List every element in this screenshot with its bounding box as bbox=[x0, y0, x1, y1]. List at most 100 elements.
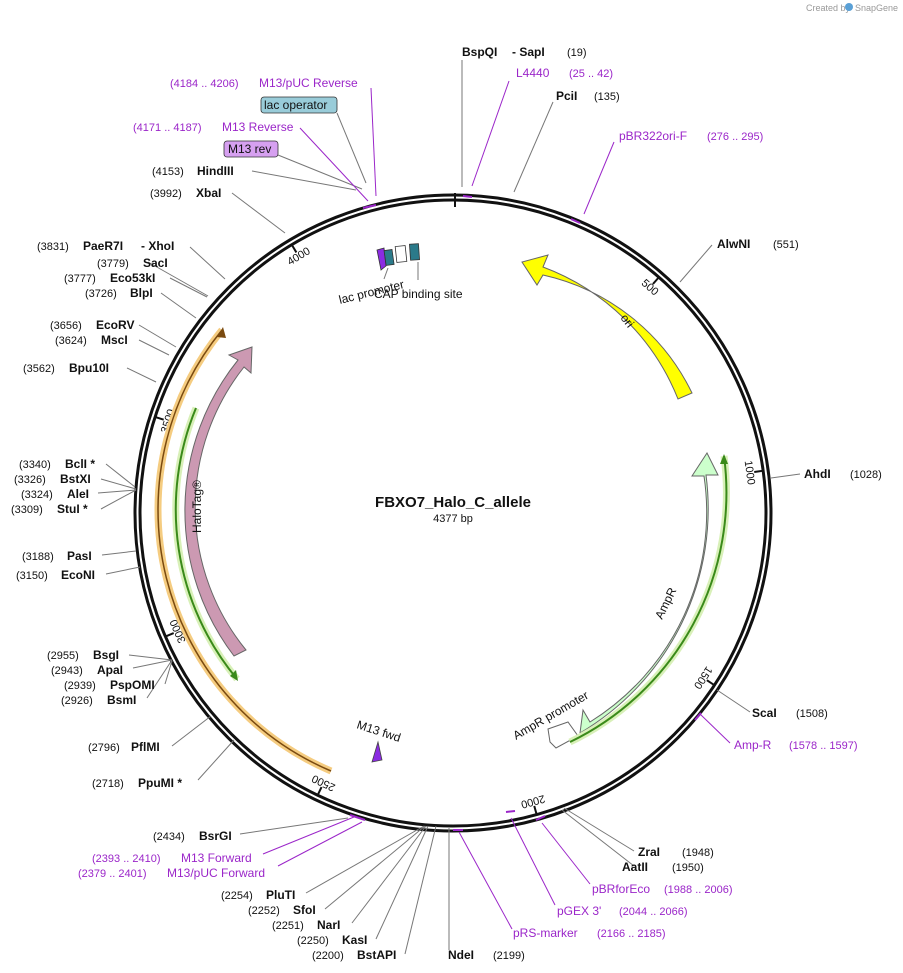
site-hindiii[interactable]: HindIII bbox=[197, 164, 234, 178]
site-msci[interactable]: MscI bbox=[101, 333, 128, 347]
site-zrai[interactable]: ZraI bbox=[638, 845, 660, 859]
site-sapi-pos: (19) bbox=[567, 47, 587, 59]
primer-m13-forward-pos: (2393 .. 2410) bbox=[92, 853, 161, 865]
tick-label: 2000 bbox=[520, 792, 547, 810]
m13-rev-box[interactable] bbox=[223, 140, 279, 158]
primer-l4440-pos: (25 .. 42) bbox=[569, 68, 613, 80]
site-aatii[interactable]: AatII bbox=[622, 860, 648, 874]
site-ecorv-pos: (3656) bbox=[50, 320, 82, 332]
site-pflmi[interactable]: PflMI bbox=[131, 740, 160, 754]
m13-rev-feature[interactable] bbox=[409, 243, 420, 261]
primer-prs-marker-pos: (2166 .. 2185) bbox=[597, 928, 666, 940]
primer-l4440[interactable]: L4440 bbox=[516, 66, 550, 80]
site-sfoi[interactable]: SfoI bbox=[293, 903, 316, 917]
m13-fwd-feature[interactable] bbox=[371, 740, 383, 763]
credit-text: Created by bbox=[806, 3, 851, 13]
site-apai[interactable]: ApaI bbox=[97, 663, 123, 677]
primer-m13-reverse[interactable]: M13 Reverse bbox=[222, 120, 294, 134]
leader-lines bbox=[97, 60, 801, 955]
tick-label: 4000 bbox=[285, 245, 312, 268]
primer-pgex3[interactable]: pGEX 3' bbox=[557, 904, 601, 918]
cap-site-feature[interactable] bbox=[383, 249, 395, 266]
site-kasi[interactable]: KasI bbox=[342, 933, 367, 947]
site-eco53ki[interactable]: Eco53kI bbox=[110, 271, 155, 285]
site-alei-pos: (3324) bbox=[21, 489, 53, 501]
primer-marks bbox=[349, 195, 702, 831]
tick-mark bbox=[316, 786, 323, 796]
site-bsrgi[interactable]: BsrGI bbox=[199, 829, 232, 843]
halotag-feature[interactable] bbox=[184, 346, 253, 657]
primer-pgex3-pos: (2044 .. 2066) bbox=[619, 906, 688, 918]
site-saci-pos: (3779) bbox=[97, 258, 129, 270]
tick-mark bbox=[652, 276, 660, 285]
site-pcii[interactable]: PciI bbox=[556, 89, 577, 103]
site-saci[interactable]: SacI bbox=[143, 256, 168, 270]
m13-fwd-label: M13 fwd bbox=[355, 718, 402, 745]
site-xbai[interactable]: XbaI bbox=[196, 186, 221, 200]
site-ppumi[interactable]: PpuMI * bbox=[138, 776, 182, 790]
site-scai[interactable]: ScaI bbox=[752, 706, 777, 720]
site-aatii-pos: (1950) bbox=[672, 862, 704, 874]
site-ahdi[interactable]: AhdI bbox=[804, 467, 831, 481]
site-alwni-pos: (551) bbox=[773, 239, 799, 251]
site-alei[interactable]: AleI bbox=[67, 487, 89, 501]
halotag-orf-arrow bbox=[217, 327, 226, 338]
site-nari-pos: (2251) bbox=[272, 920, 304, 932]
primer-labels: L4440 (25 .. 42) pBR322ori-F (276 .. 295… bbox=[78, 66, 858, 940]
site-pspomi-pos: (2939) bbox=[64, 680, 96, 692]
site-pluti[interactable]: PluTI bbox=[266, 888, 295, 902]
lac-operator-box[interactable] bbox=[260, 96, 338, 114]
primer-amp-r-pos: (1578 .. 1597) bbox=[789, 740, 858, 752]
site-blpi[interactable]: BlpI bbox=[130, 286, 153, 300]
halotag-green-arrow bbox=[230, 670, 238, 681]
tick-mark bbox=[754, 469, 764, 473]
site-bspqi[interactable]: BspQI bbox=[462, 45, 497, 59]
site-alwni[interactable]: AlwNI bbox=[717, 237, 750, 251]
site-sapi[interactable]: - SapI bbox=[512, 45, 545, 59]
lac-operator-feature[interactable] bbox=[394, 245, 408, 263]
primer-pbr322ori-f-pos: (276 .. 295) bbox=[707, 131, 763, 143]
primer-pbr322ori-f[interactable]: pBR322ori-F bbox=[619, 129, 687, 143]
primer-pbrforeco[interactable]: pBRforEco bbox=[592, 882, 650, 896]
site-pasi[interactable]: PasI bbox=[67, 549, 92, 563]
site-econi-pos: (3150) bbox=[16, 570, 48, 582]
primer-amp-r[interactable]: Amp-R bbox=[734, 738, 772, 752]
primer-m13puc-reverse-pos: (4184 .. 4206) bbox=[170, 78, 239, 90]
site-bsgi[interactable]: BsgI bbox=[93, 648, 119, 662]
primer-m13-forward[interactable]: M13 Forward bbox=[181, 851, 252, 865]
primer-m13puc-forward[interactable]: M13/pUC Forward bbox=[167, 866, 265, 880]
site-ecorv[interactable]: EcoRV bbox=[96, 318, 134, 332]
site-bstapi[interactable]: BstAPI bbox=[357, 948, 396, 962]
site-bpu10i[interactable]: Bpu10I bbox=[69, 361, 109, 375]
site-paer7i[interactable]: PaeR7I bbox=[83, 239, 123, 253]
ampr-promoter-feature[interactable] bbox=[547, 721, 579, 749]
site-eco53ki-pos: (3777) bbox=[64, 273, 96, 285]
plasmid-name: FBXO7_Halo_C_allele bbox=[375, 494, 531, 511]
primer-prs-marker[interactable]: pRS-marker bbox=[513, 926, 578, 940]
site-hindiii-pos: (4153) bbox=[152, 166, 184, 178]
site-xhoi[interactable]: - XhoI bbox=[141, 239, 174, 253]
site-econi[interactable]: EcoNI bbox=[61, 568, 95, 582]
site-scai-pos: (1508) bbox=[796, 708, 828, 720]
cap-site-label: CAP binding site bbox=[374, 287, 463, 301]
lac-promoter-feature[interactable] bbox=[376, 247, 387, 271]
site-bcli-pos: (3340) bbox=[19, 459, 51, 471]
site-msci-pos: (3624) bbox=[55, 335, 87, 347]
site-stui[interactable]: StuI * bbox=[57, 502, 88, 516]
site-nari[interactable]: NarI bbox=[317, 918, 340, 932]
ori-feature[interactable] bbox=[521, 254, 693, 400]
site-bstxi-pos: (3326) bbox=[14, 474, 46, 486]
primer-m13puc-reverse[interactable]: M13/pUC Reverse bbox=[259, 76, 358, 90]
primer-m13-reverse-pos: (4171 .. 4187) bbox=[133, 122, 202, 134]
snapgene-logo bbox=[845, 3, 853, 11]
site-pspomi[interactable]: PspOMI bbox=[110, 678, 155, 692]
ampr-feature[interactable] bbox=[579, 451, 719, 734]
site-ndei[interactable]: NdeI bbox=[448, 948, 474, 962]
site-bstxi[interactable]: BstXI bbox=[60, 472, 91, 486]
site-bsmi[interactable]: BsmI bbox=[107, 693, 136, 707]
site-bsrgi-pos: (2434) bbox=[153, 831, 185, 843]
site-stui-pos: (3309) bbox=[11, 504, 43, 516]
tick-mark bbox=[154, 416, 164, 421]
site-sfoi-pos: (2252) bbox=[248, 905, 280, 917]
site-bcli[interactable]: BclI * bbox=[65, 457, 95, 471]
